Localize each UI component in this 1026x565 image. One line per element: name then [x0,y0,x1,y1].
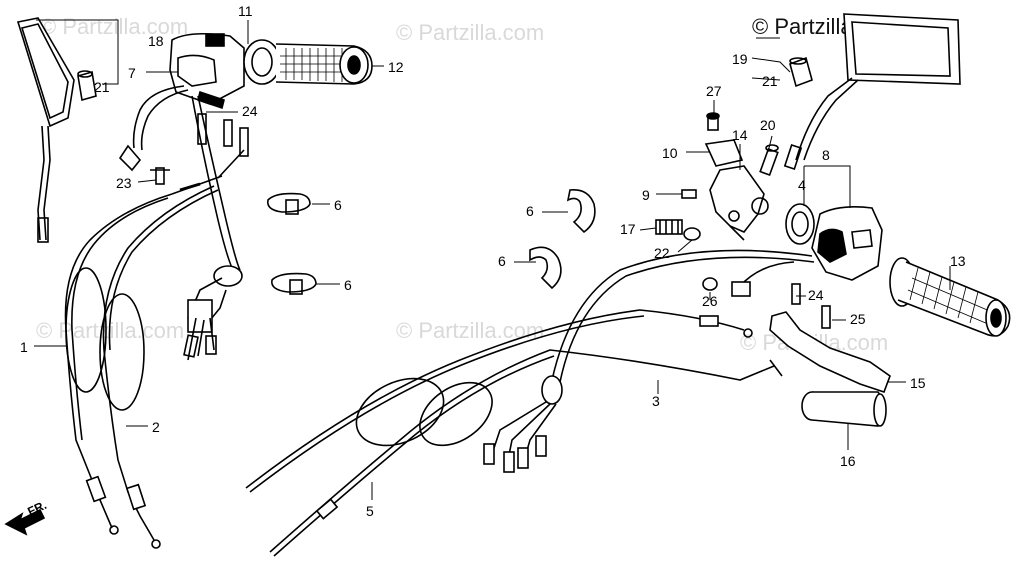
callout-6-upper-right: 6 [526,203,534,219]
callout-1: 1 [20,339,28,355]
callout-2: 2 [152,419,160,435]
callout-13: 13 [950,253,966,269]
callout-26: 26 [702,293,718,309]
left-switch-harness [118,85,243,361]
left-grip [243,39,373,85]
bolt-20 [759,144,779,177]
throttle-cable-2 [99,185,219,549]
right-switch-housing [785,203,883,281]
callout-7: 7 [128,65,136,81]
callout-10: 10 [662,145,678,161]
callout-12: 12 [388,59,404,75]
callout-17: 17 [620,221,636,237]
callout-23: 23 [116,175,132,191]
nut-26 [702,277,718,291]
callout-20: 20 [760,117,776,133]
right-grip [889,257,1011,337]
callout-16: 16 [840,453,856,469]
callout-9: 9 [642,187,650,203]
callout-6-lower-left: 6 [344,277,352,293]
brake-lever [769,311,891,394]
wire-clamp-upper-left [266,192,311,215]
callout-3: 3 [652,393,660,409]
callout-15: 15 [910,375,926,391]
screw-24-right [791,283,801,305]
watermark: © Partzilla.com [40,14,189,39]
screw-25 [821,305,831,329]
callout-24-right: 24 [808,287,824,303]
throttle-cable-1 [64,193,173,535]
wire-clamp-lower-left [271,272,317,295]
cable-adjuster [179,182,201,192]
nut-22 [683,227,701,241]
right-mirror [783,13,961,171]
clutch-lever-bracket [704,139,769,241]
left-mirror [16,17,75,243]
screw-24-left [197,113,249,157]
callout-6-upper-left: 6 [334,197,342,213]
callout-21-left: 21 [94,79,110,95]
pin-9 [681,189,697,199]
bolt-27 [706,112,720,131]
right-switch-harness [483,249,815,473]
callout-6-lower-right: 6 [498,253,506,269]
callout-labels: 18 21 7 11 12 24 23 6 6 1 2 19 21 27 20 … [20,3,966,519]
front-brake-cable [269,349,783,557]
direction-label: FR. [25,498,48,519]
mirror-nut-left [77,70,97,102]
callout-25: 25 [850,311,866,327]
bar-end-weight [801,391,887,427]
wire-clamp-upper-right [566,188,596,234]
callout-22: 22 [654,245,670,261]
clutch-cable [245,309,753,493]
leader-lines [34,19,951,500]
callout-8: 8 [822,147,830,163]
left-switch-housing [169,32,245,110]
callout-11: 11 [238,3,253,19]
callout-27: 27 [706,83,722,99]
callout-18: 18 [148,33,164,49]
callout-21-right: 21 [762,73,778,89]
callout-14: 14 [732,127,748,143]
callout-4: 4 [798,177,806,193]
front-direction-arrow [4,508,46,536]
callout-19: 19 [732,51,748,67]
screw-17 [655,219,683,235]
watermark: © Partzilla.com [396,20,545,45]
screw-23 [150,167,170,185]
callout-24-left: 24 [242,103,258,119]
callout-5: 5 [366,503,374,519]
wire-clamp-lower-right [529,246,562,290]
mirror-nut-right [789,56,813,88]
